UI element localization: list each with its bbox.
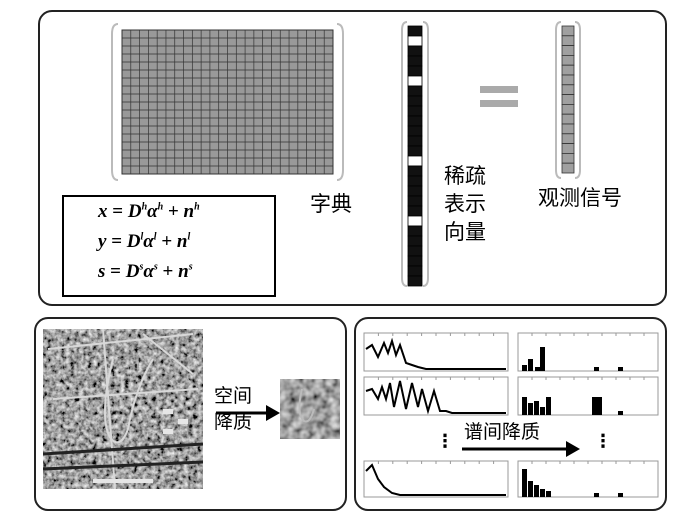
band-bar (528, 403, 533, 415)
band-bar (534, 401, 539, 415)
spectrum-curve-2 (366, 381, 506, 413)
band-bar (618, 367, 623, 371)
ellipsis-right: ⋮ (594, 431, 612, 452)
ellipsis-left: ⋮ (436, 431, 454, 452)
band-bar (522, 397, 527, 415)
spatial-degradation-panel: 空间 降质 (34, 317, 347, 511)
spectral-arrow (460, 439, 584, 459)
dictionary-label: 字典 (310, 190, 352, 218)
band-bar (618, 493, 623, 497)
spectrum-curve-3 (366, 465, 506, 495)
sparse-model-panel: 字典 稀疏 表示 向量 观测信号 x = Dhαh + nh y = Dlαl … (38, 10, 667, 306)
equation-x: x = Dhαh + nh (98, 201, 200, 223)
band-bar (540, 407, 545, 415)
dictionary-matrix (110, 22, 345, 182)
band-bar (546, 491, 551, 497)
plot-frame (364, 333, 508, 371)
band-bar (594, 493, 599, 497)
equation-y: y = Dlαl + nl (98, 231, 190, 253)
equations-box: x = Dhαh + nh y = Dlαl + nl s = Dsαs + n… (62, 195, 276, 297)
sparse-label-line2: 表示 (444, 190, 494, 218)
band-bar (594, 367, 599, 371)
plot-frame (518, 333, 658, 371)
sparse-vector-label: 稀疏 表示 向量 (444, 162, 494, 246)
observed-signal-vector (554, 20, 582, 180)
band-bar (592, 397, 602, 415)
plot-frame (364, 461, 508, 497)
sparse-label-line3: 向量 (444, 218, 494, 246)
band-bar (540, 489, 545, 497)
band-bar (546, 397, 551, 415)
band-bar (522, 365, 527, 371)
equals-sign (478, 84, 520, 110)
band-bar (618, 411, 623, 415)
spatial-arrow (214, 403, 282, 423)
band-bar (535, 367, 540, 371)
band-bar (528, 481, 533, 497)
high-res-satellite-image (43, 329, 203, 489)
band-bar (534, 485, 539, 497)
band-bar (540, 347, 545, 371)
spectral-plots (356, 319, 669, 513)
band-bar (522, 469, 527, 497)
sparse-vector (400, 20, 430, 290)
band-bar (528, 359, 533, 371)
observed-signal-label: 观测信号 (538, 184, 622, 212)
equation-s: s = Dsαs + ns (98, 261, 193, 283)
sparse-label-line1: 稀疏 (444, 162, 494, 190)
spectrum-curve-1 (366, 341, 506, 369)
low-res-satellite-image (280, 379, 340, 439)
spectral-degradation-panel: ⋮ ⋮ 谱间降质 (354, 317, 667, 511)
